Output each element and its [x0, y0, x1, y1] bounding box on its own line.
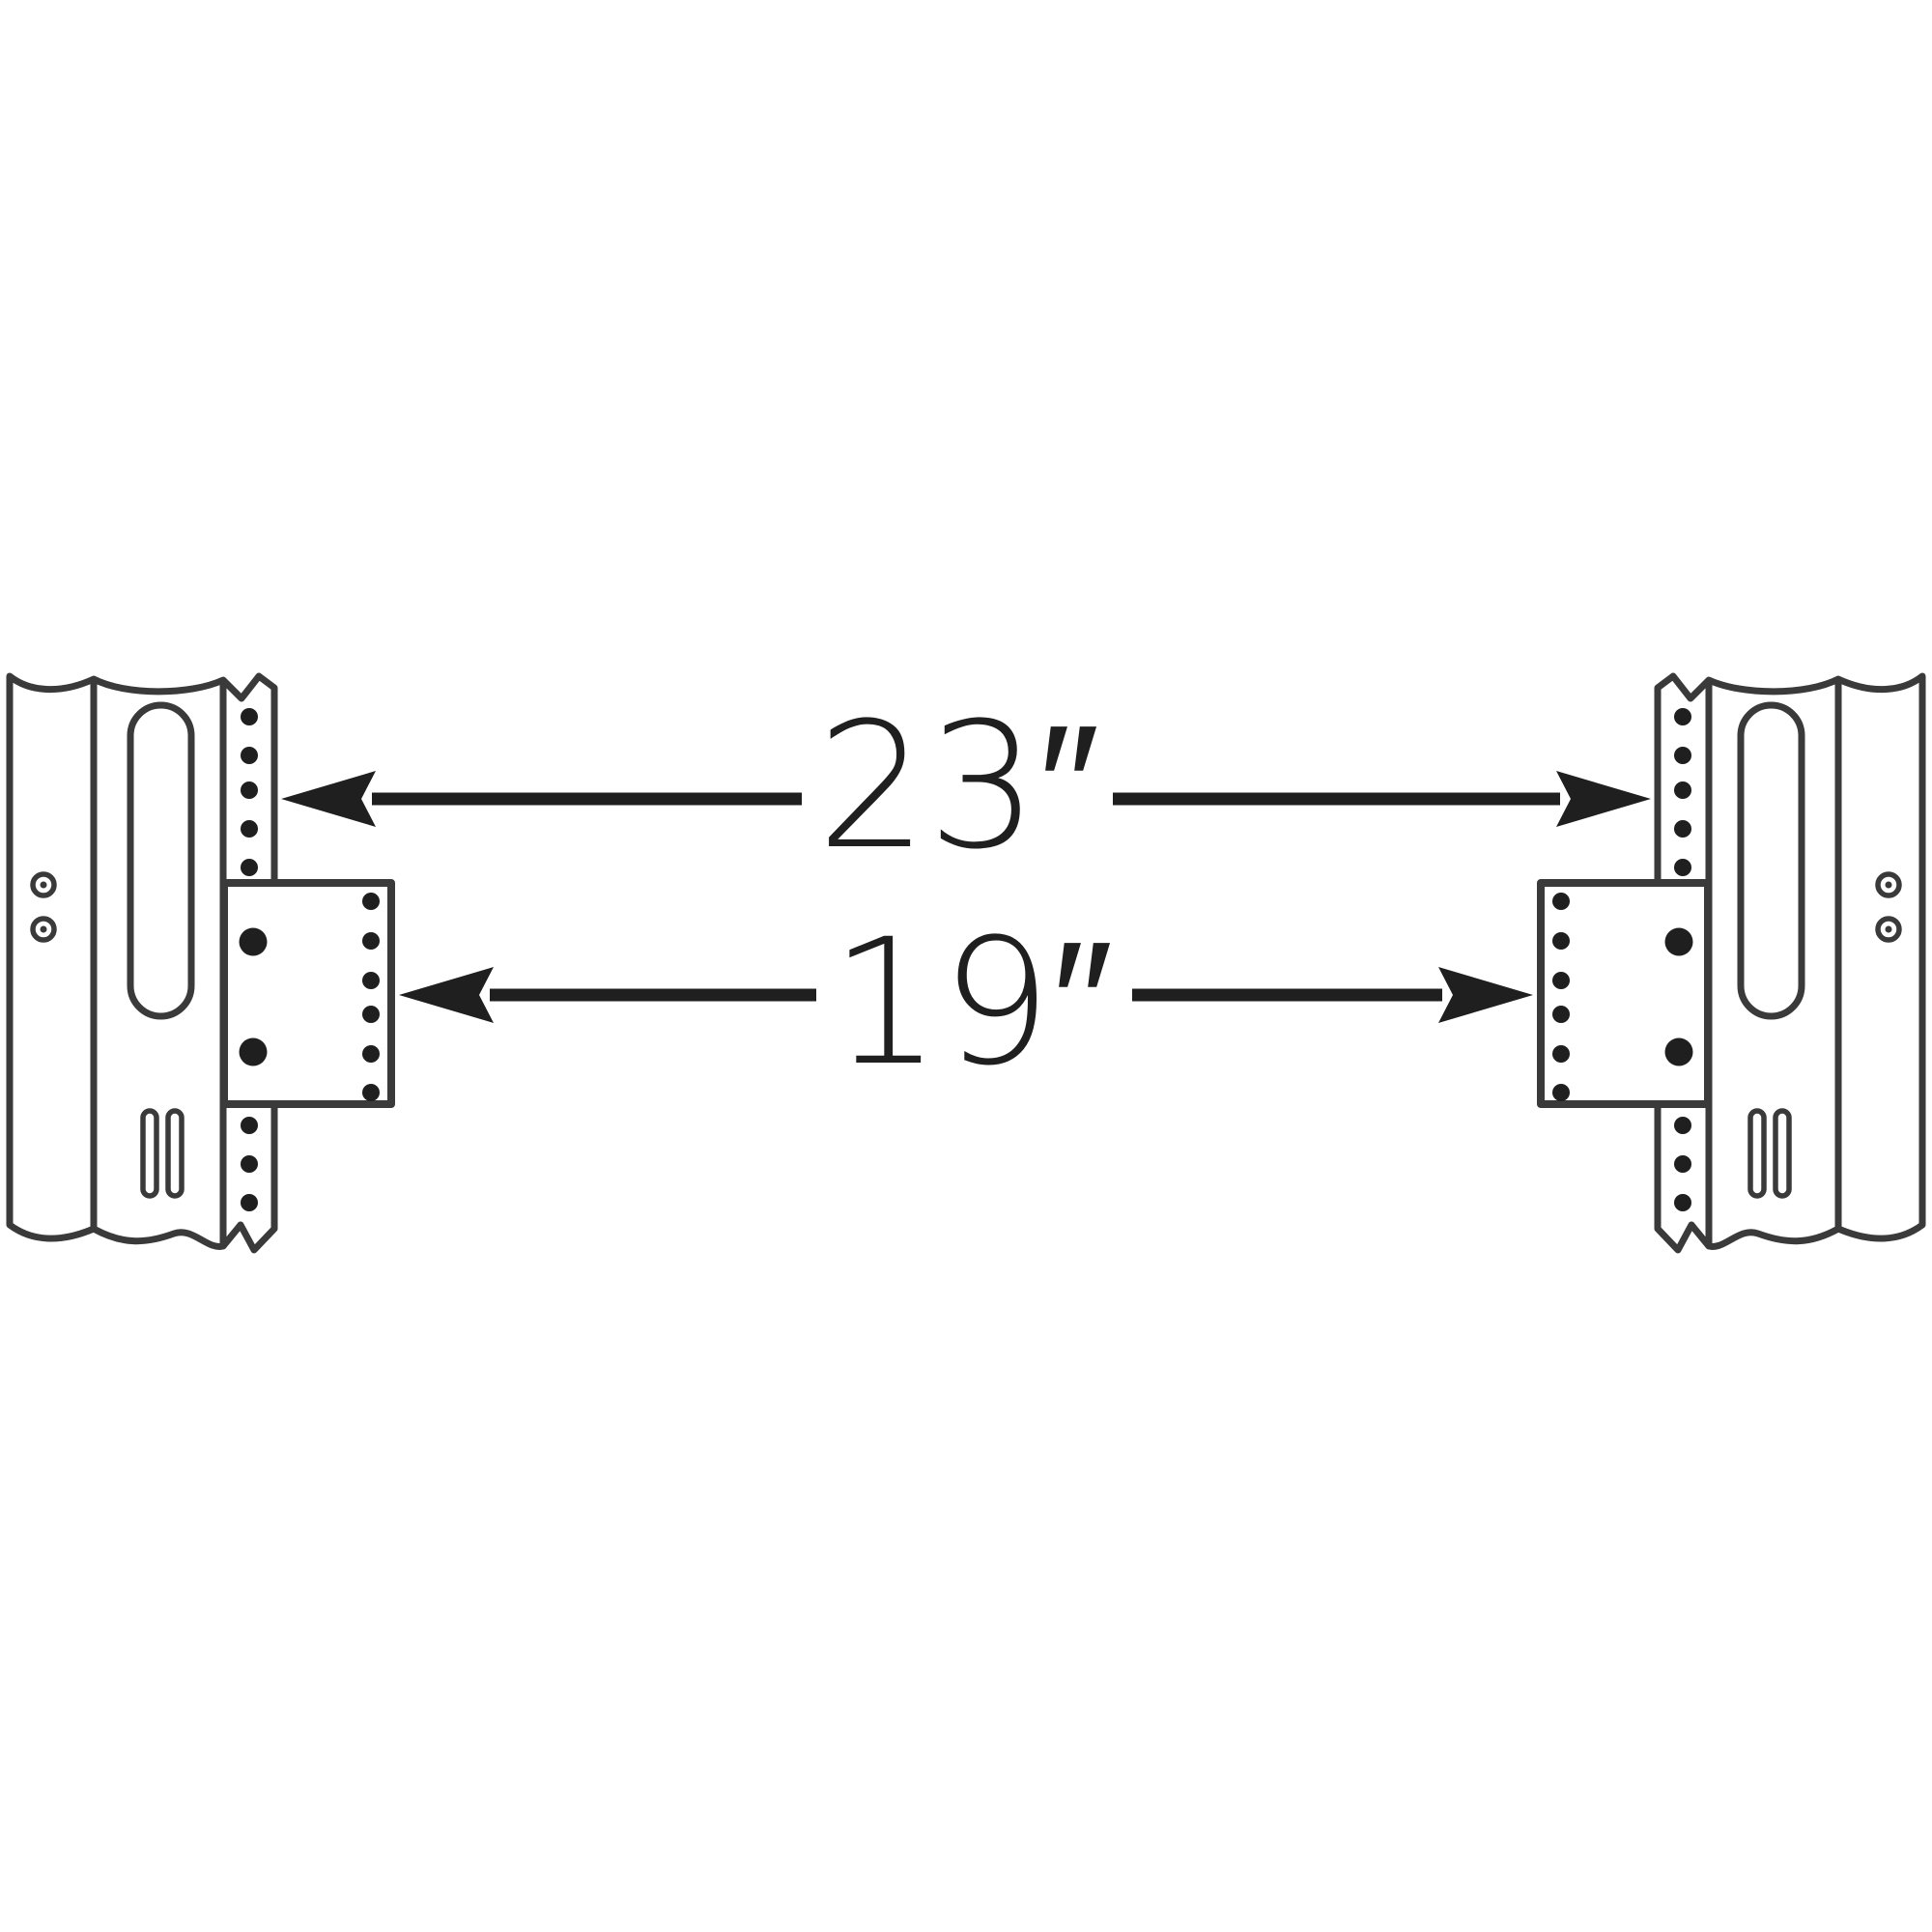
arrowhead-left-icon — [399, 967, 494, 1023]
arrowhead-right-icon — [1438, 967, 1533, 1023]
left-rail-assembly — [10, 676, 391, 1250]
inner-width-label: 19″ — [831, 902, 1114, 1104]
arrowhead-left-icon — [281, 771, 376, 827]
dimension-inner-width: 19″ — [399, 902, 1533, 1104]
right-rail-assembly — [1541, 676, 1922, 1250]
outer-width-label: 23″ — [817, 686, 1100, 888]
dimension-outer-width: 23″ — [281, 686, 1651, 888]
arrowhead-right-icon — [1556, 771, 1651, 827]
